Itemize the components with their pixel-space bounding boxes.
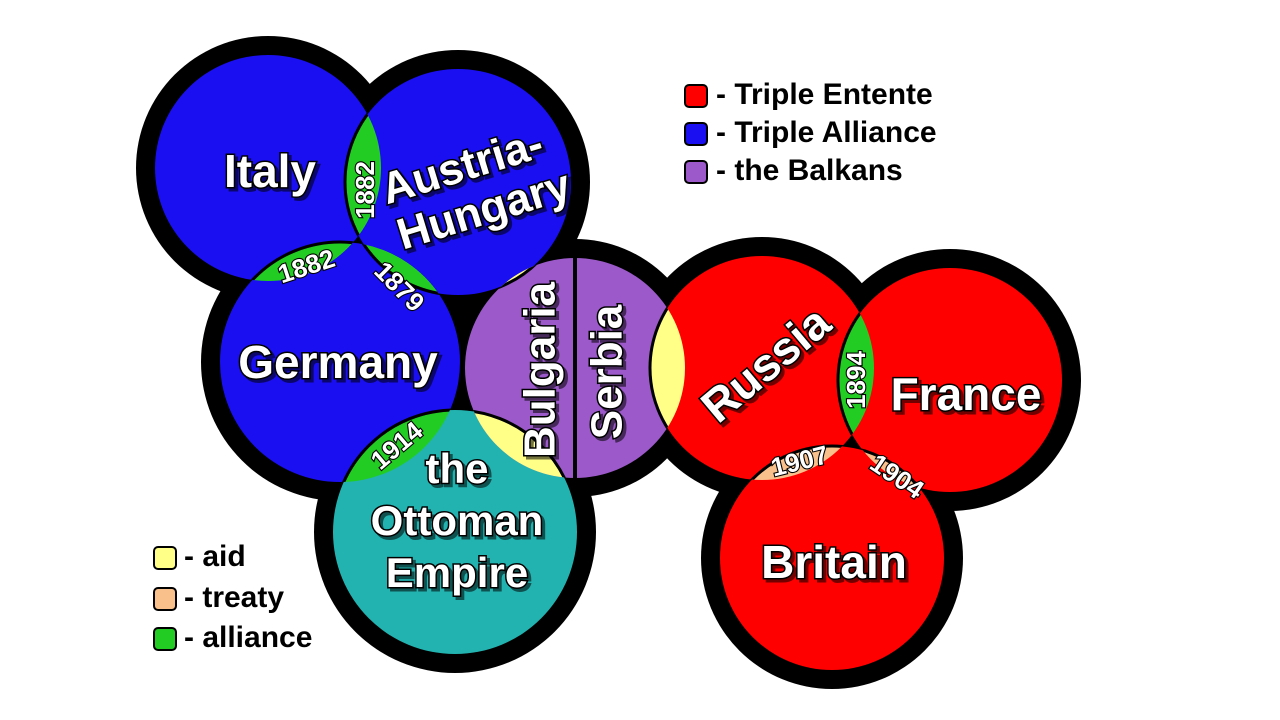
legend-item-balkans: - the Balkans (684, 154, 903, 187)
france-label: France (891, 368, 1042, 420)
italy-austria-alliance (343, 67, 381, 281)
legend-item-triple-entente: - Triple Entente (684, 78, 933, 111)
ottoman-label-line1: the (426, 445, 489, 492)
legend-swatch (684, 84, 708, 108)
ottoman-label-line3: Empire (386, 549, 528, 596)
legend-item-triple-alliance: - Triple Alliance (684, 116, 937, 149)
legend-label: - treaty (184, 581, 284, 614)
austria-circle (345, 69, 571, 295)
legend-swatch (684, 122, 708, 146)
legend-label: - aid (184, 540, 246, 573)
russia-france-alliance (836, 266, 874, 480)
legend-label: - alliance (184, 621, 312, 654)
legend-label: - Triple Alliance (716, 116, 937, 149)
ottoman-label-line2: Ottoman (371, 497, 544, 544)
italy-circle (155, 55, 381, 281)
russia-serbia-aid (648, 258, 685, 478)
bulgaria-label: Bulgaria (516, 281, 565, 458)
legend-swatch (153, 546, 177, 570)
russia-britain-treaty (718, 444, 874, 480)
britain-label: Britain (761, 536, 907, 588)
britain-circle (720, 446, 944, 670)
legend-swatch (153, 627, 177, 651)
italy-label: Italy (224, 145, 316, 197)
italy-austria-year: 1882 (350, 161, 380, 219)
legend-relations: - aid - treaty - alliance (153, 540, 312, 654)
ottoman-circle (333, 410, 577, 654)
italy-germany-alliance (218, 240, 381, 281)
legend-swatch (153, 587, 177, 611)
treaty-overlaps (718, 444, 946, 492)
russia-france-year: 1894 (841, 351, 871, 409)
legend-label: - Triple Entente (716, 78, 933, 111)
legend-item-aid: - aid (153, 540, 246, 573)
legend-alliances: - Triple Entente - Triple Alliance - the… (684, 78, 937, 187)
serbia-label: Serbia (583, 304, 632, 439)
legend-item-treaty: - treaty (153, 581, 284, 614)
legend-label: - the Balkans (716, 154, 903, 187)
russia-circle (650, 256, 874, 480)
germany-label: Germany (238, 336, 438, 388)
legend-swatch (684, 160, 708, 184)
france-circle (838, 268, 1062, 492)
legend-item-alliance: - alliance (153, 621, 312, 654)
